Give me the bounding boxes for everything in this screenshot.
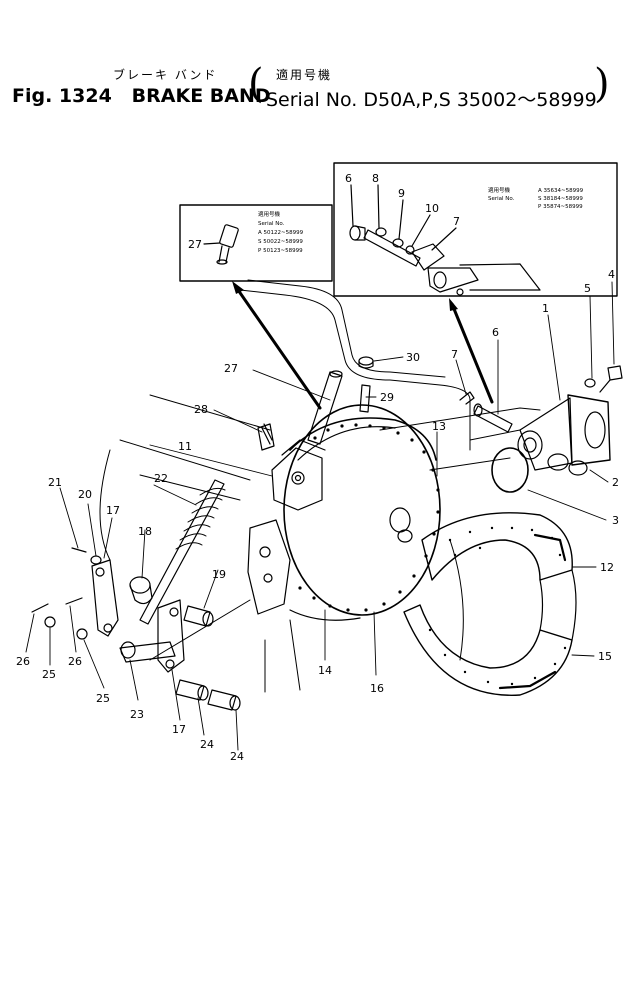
inset-left-pin-icon	[216, 224, 239, 265]
brake-drum-housing	[247, 404, 441, 621]
inset-left: 27 適用号機 Serial No. A 50122~58999 S 50022…	[179, 204, 333, 282]
callout-3: 3	[612, 514, 619, 527]
serial-range: D50A,P,S 35002～58999	[363, 89, 597, 111]
serial-line: Serial No. D50A,P,S 35002～58999	[266, 85, 597, 112]
callout-28: 28	[194, 403, 208, 416]
leader-lines	[25, 281, 615, 751]
inset-left-row-p: P 50123~58999	[258, 248, 303, 254]
figure-number: Fig. 1324	[12, 85, 112, 107]
callout-12: 12	[600, 561, 614, 574]
callout-7: 7	[451, 348, 458, 361]
callout-19: 19	[212, 568, 226, 581]
inset-right-label-10: 10	[425, 202, 439, 215]
inset-right-row-a: A 35634~58999	[538, 188, 584, 194]
figure-title: Fig. 1324 BRAKE BAND	[12, 85, 271, 107]
open-paren: (	[248, 61, 264, 107]
callout-16: 16	[370, 682, 384, 695]
inset-left-jp: 適用号機	[258, 210, 281, 218]
close-paren: )	[594, 61, 610, 107]
callout-25-a: 25	[42, 668, 56, 681]
drum-rivets	[298, 423, 440, 612]
inset-left-row-s: S 50022~58999	[258, 239, 303, 245]
callout-22: 22	[154, 472, 168, 485]
inset-right-label-6: 6	[345, 172, 352, 185]
callout-21: 21	[48, 476, 62, 489]
frame-outline	[99, 279, 541, 693]
inset-right: 適用号機 Serial No. A 35634~58999 S 38184~58…	[333, 162, 618, 297]
inset-left-row-a: A 50122~58999	[258, 230, 304, 236]
callout-23: 23	[130, 708, 144, 721]
inset-right-label-9: 9	[398, 187, 405, 200]
top-pins	[257, 356, 374, 451]
inset-right-pin-assembly	[349, 225, 541, 296]
callout-26-b: 26	[68, 655, 82, 668]
callout-5: 5	[584, 282, 591, 295]
inset-left-part-label: 27	[188, 238, 202, 251]
callout-24-a: 24	[200, 738, 214, 751]
inset-right-label-7: 7	[453, 215, 460, 228]
title-japanese: ブレーキ バンド	[113, 68, 218, 82]
callout-27: 27	[224, 362, 238, 375]
inset-arrows	[232, 281, 494, 410]
callout-2: 2	[612, 476, 619, 489]
callout-30: 30	[406, 351, 420, 364]
callout-24-b: 24	[230, 750, 244, 763]
callout-20: 20	[78, 488, 92, 501]
inset-right-serial-label: Serial No.	[488, 196, 515, 202]
part-group-name: BRAKE BAND	[131, 85, 271, 107]
callout-18: 18	[138, 525, 152, 538]
callout-29: 29	[380, 391, 394, 404]
callout-11: 11	[178, 440, 192, 453]
inset-right-jp: 適用号機	[488, 186, 511, 194]
serial-prefix: Serial No.	[266, 89, 358, 111]
callout-14: 14	[318, 664, 332, 677]
callout-15: 15	[598, 650, 612, 663]
brake-support-housing	[459, 365, 623, 493]
inset-right-row-p: P 35874~58999	[538, 204, 583, 210]
callout-26-a: 26	[16, 655, 30, 668]
inset-right-row-s: S 38184~58999	[538, 196, 583, 202]
callout-6: 6	[492, 326, 499, 339]
callout-4: 4	[608, 268, 615, 281]
callout-17-lower: 17	[172, 723, 186, 736]
callout-25-b: 25	[96, 692, 110, 705]
lining-dots	[428, 526, 567, 686]
serial-japanese: 適用号機	[276, 68, 333, 82]
inset-left-serial-label: Serial No.	[258, 221, 285, 227]
callout-labels: 1 2 3 4 5 6 7 11 12 13 14 15 16 17 17 18…	[16, 268, 619, 763]
brake-band-lining	[403, 512, 577, 696]
callout-13: 13	[432, 420, 446, 433]
callout-1: 1	[542, 302, 549, 315]
inset-right-label-8: 8	[372, 172, 379, 185]
linkage	[31, 479, 241, 711]
callout-17-upper: 17	[106, 504, 120, 517]
